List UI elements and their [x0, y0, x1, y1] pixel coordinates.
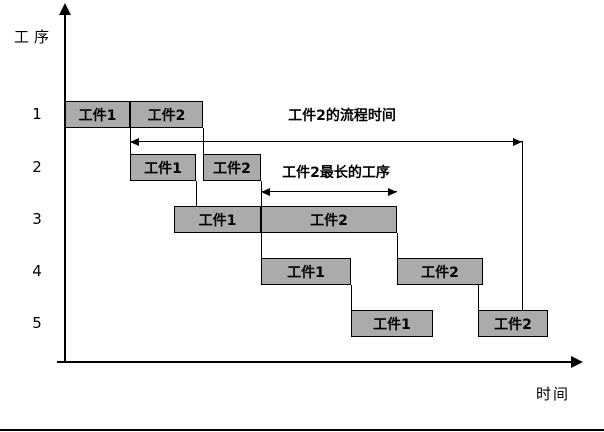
row-label-5: 5 [32, 314, 42, 332]
step-connector-line [397, 233, 398, 258]
step-connector-line [196, 181, 197, 206]
gantt-bar: 工件2 [261, 206, 397, 233]
y-axis-label: 工序 [14, 28, 55, 46]
y-axis [64, 14, 66, 363]
measure-arrow-line [261, 191, 397, 192]
gantt-bar: 工件2 [130, 101, 203, 128]
gantt-bar: 工件2 [478, 310, 548, 337]
gantt-bar: 工件1 [130, 154, 196, 181]
gantt-bar: 工件1 [174, 206, 261, 233]
step-connector-line [478, 285, 479, 310]
x-axis [57, 361, 572, 363]
arrowhead-right-icon [513, 137, 522, 146]
y-axis-arrowhead-icon [59, 3, 71, 15]
measure-arrow-line [130, 141, 522, 142]
gantt-bar: 工件2 [397, 258, 483, 285]
gantt-bar: 工件1 [65, 101, 130, 128]
x-axis-label: 时间 [536, 385, 571, 403]
figure-bottom-border [0, 429, 604, 431]
arrowhead-right-icon [388, 187, 397, 196]
gantt-bar: 工件1 [261, 258, 351, 285]
row-label-3: 3 [32, 210, 42, 228]
gantt-bar: 工件1 [351, 310, 433, 337]
step-connector-line [261, 233, 262, 258]
x-axis-arrowhead-icon [571, 356, 583, 368]
row-label-4: 4 [32, 262, 42, 280]
row-label-2: 2 [32, 158, 42, 176]
step-connector-line [351, 285, 352, 310]
row-label-1: 1 [32, 105, 42, 123]
arrowhead-left-icon [261, 187, 270, 196]
arrowhead-left-icon [130, 137, 139, 146]
annotation-label: 工件2的流程时间 [288, 108, 396, 124]
gantt-bar: 工件2 [203, 154, 261, 181]
flow-time-dropline [522, 141, 523, 310]
annotation-label: 工件2最长的工序 [282, 165, 390, 181]
